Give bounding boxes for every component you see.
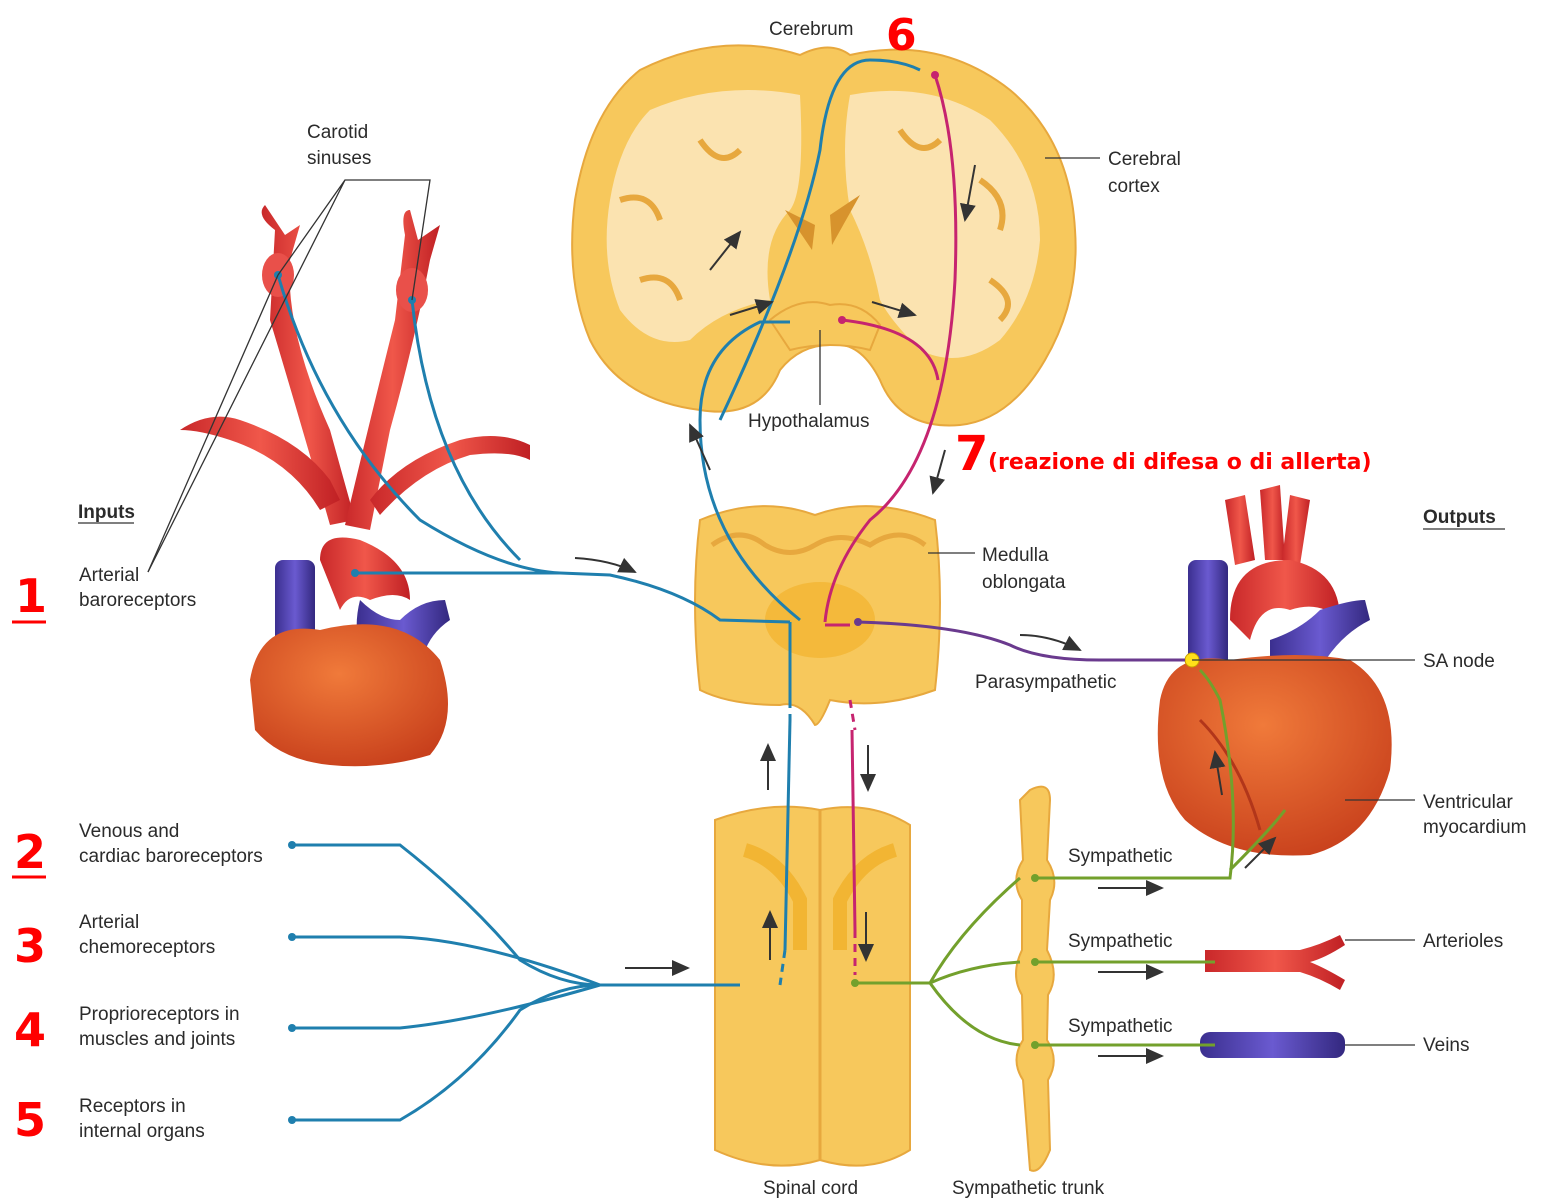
medulla-oblongata: [695, 506, 940, 725]
annotation-6: 6: [886, 10, 917, 61]
label-sa-node: SA node: [1423, 651, 1495, 672]
label-chemo-2: chemoreceptors: [79, 937, 215, 958]
label-hypothalamus: Hypothalamus: [748, 411, 869, 432]
label-sympathetic-heart: Sympathetic: [1068, 846, 1173, 867]
annotation-7-note: (reazione di difesa o di allerta): [988, 450, 1372, 475]
label-internal-2: internal organs: [79, 1121, 205, 1142]
sympathetic-trunk: [1016, 787, 1054, 1171]
label-venous-2: cardiac baroreceptors: [79, 846, 263, 867]
left-heart-carotid: [180, 205, 530, 766]
label-sympathetic-trunk: Sympathetic trunk: [952, 1178, 1105, 1199]
annotation-1: 1: [15, 569, 47, 623]
label-carotid-2: sinuses: [307, 148, 371, 169]
label-arterial-baro-2: baroreceptors: [79, 590, 196, 611]
label-proprio-2: muscles and joints: [79, 1029, 235, 1050]
label-sympathetic-veins: Sympathetic: [1068, 1016, 1173, 1037]
annotation-4: 4: [14, 1003, 46, 1057]
spinal-cord: [715, 807, 910, 1166]
label-sympathetic-arterioles: Sympathetic: [1068, 931, 1173, 952]
annotation-5: 5: [14, 1093, 46, 1147]
label-arterial-baro-1: Arterial: [79, 565, 139, 586]
label-cerebrum: Cerebrum: [769, 19, 853, 40]
label-parasympathetic: Parasympathetic: [975, 672, 1117, 693]
label-carotid-1: Carotid: [307, 122, 368, 143]
arteriole-vessel: [1205, 935, 1345, 990]
label-arterioles: Arterioles: [1423, 931, 1503, 952]
label-chemo-1: Arterial: [79, 912, 139, 933]
label-spinal-cord: Spinal cord: [763, 1178, 858, 1199]
label-medulla-2: oblongata: [982, 572, 1066, 593]
label-venous-1: Venous and: [79, 821, 179, 842]
label-internal-1: Receptors in: [79, 1096, 186, 1117]
label-ventricular-2: myocardium: [1423, 817, 1526, 838]
label-medulla-1: Medulla: [982, 545, 1049, 566]
inputs-header: Inputs: [78, 502, 135, 523]
label-proprio-1: Proprioreceptors in: [79, 1004, 240, 1025]
cerebrum: [572, 45, 1075, 425]
label-cerebral-cortex-1: Cerebral: [1108, 149, 1181, 170]
annotation-3: 3: [14, 919, 46, 973]
label-cerebral-cortex-2: cortex: [1108, 176, 1160, 197]
outputs-header: Outputs: [1423, 507, 1496, 528]
label-ventricular-1: Ventricular: [1423, 792, 1513, 813]
annotation-2: 2: [14, 825, 46, 879]
annotation-7: 7: [955, 426, 988, 482]
label-veins: Veins: [1423, 1035, 1469, 1056]
vein-vessel: [1200, 1032, 1345, 1058]
